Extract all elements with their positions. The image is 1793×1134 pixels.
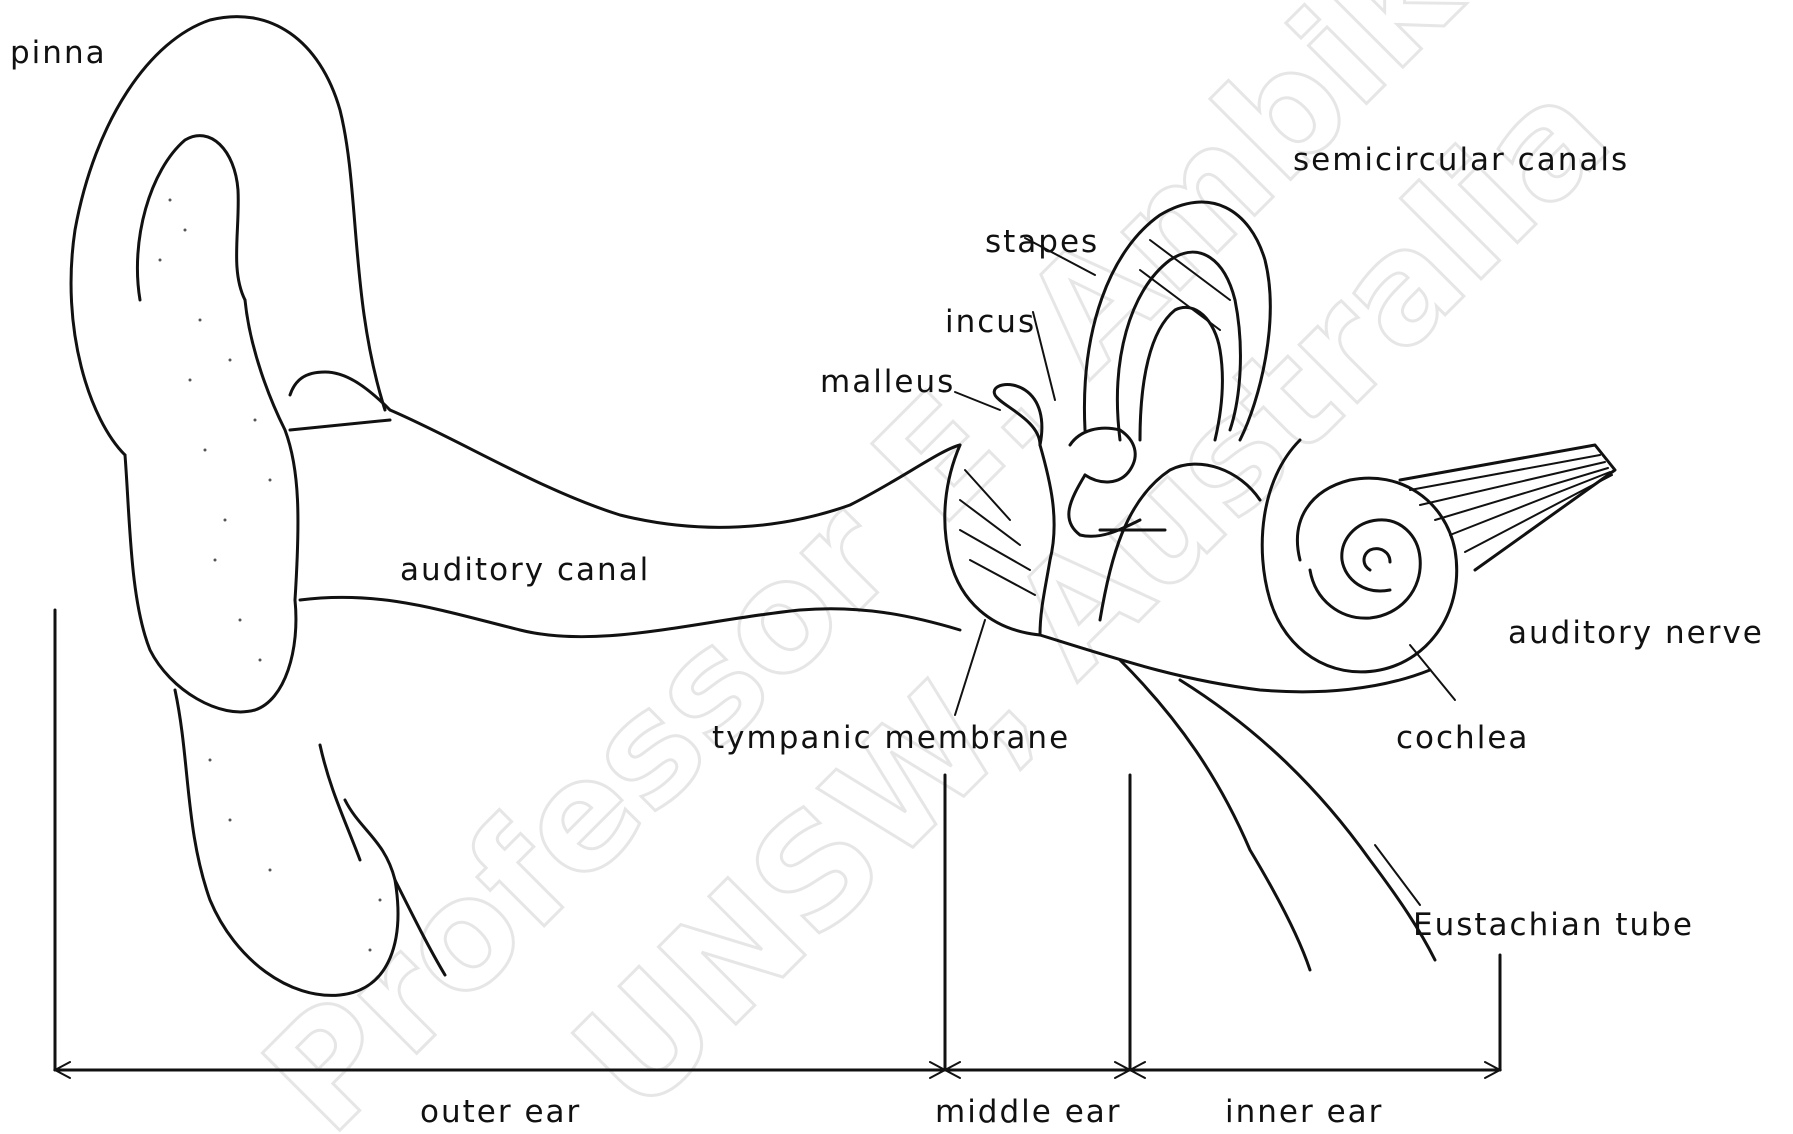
label-outer-ear: outer ear (420, 1094, 581, 1130)
label-middle-ear: middle ear (935, 1094, 1122, 1130)
label-stapes: stapes (985, 224, 1099, 260)
label-eustachian-tube: Eustachian tube (1413, 907, 1694, 943)
pinna-shading (159, 199, 382, 952)
pinna-drawing (71, 17, 445, 996)
label-auditory-nerve: auditory nerve (1508, 615, 1764, 651)
label-semicircular-canals: semicircular canals (1293, 142, 1629, 178)
label-pinna: pinna (10, 35, 107, 71)
label-incus: incus (945, 304, 1036, 340)
label-auditory-canal: auditory canal (400, 552, 650, 588)
eustachian-tube-drawing (1120, 660, 1435, 970)
label-cochlea: cochlea (1396, 720, 1529, 756)
auditory-nerve-drawing (1400, 445, 1615, 570)
label-inner-ear: inner ear (1225, 1094, 1383, 1130)
label-tympanic-membrane: tympanic membrane (712, 720, 1070, 756)
label-malleus: malleus (820, 364, 955, 400)
